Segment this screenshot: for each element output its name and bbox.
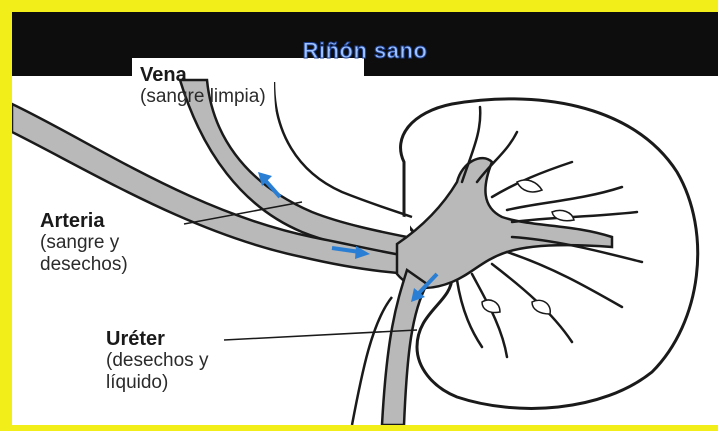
label-vena-name: Vena — [140, 64, 266, 86]
label-arteria-desc-2: desechos) — [40, 254, 128, 276]
label-ureter-name: Uréter — [106, 328, 208, 350]
diagram-panel: Riñón sano Vena (sangre limpia) Arteria … — [12, 12, 718, 425]
label-ureter: Uréter (desechos y líquido) — [106, 328, 208, 394]
label-arteria-name: Arteria — [40, 210, 128, 232]
label-vena: Vena (sangre limpia) — [140, 64, 266, 108]
label-ureter-desc-1: (desechos y — [106, 350, 208, 372]
diagram-title: Riñón sano — [12, 38, 718, 64]
label-arteria: Arteria (sangre y desechos) — [40, 210, 128, 276]
label-arteria-desc-1: (sangre y — [40, 232, 128, 254]
label-ureter-desc-2: líquido) — [106, 372, 208, 394]
label-vena-desc: (sangre limpia) — [140, 86, 266, 108]
